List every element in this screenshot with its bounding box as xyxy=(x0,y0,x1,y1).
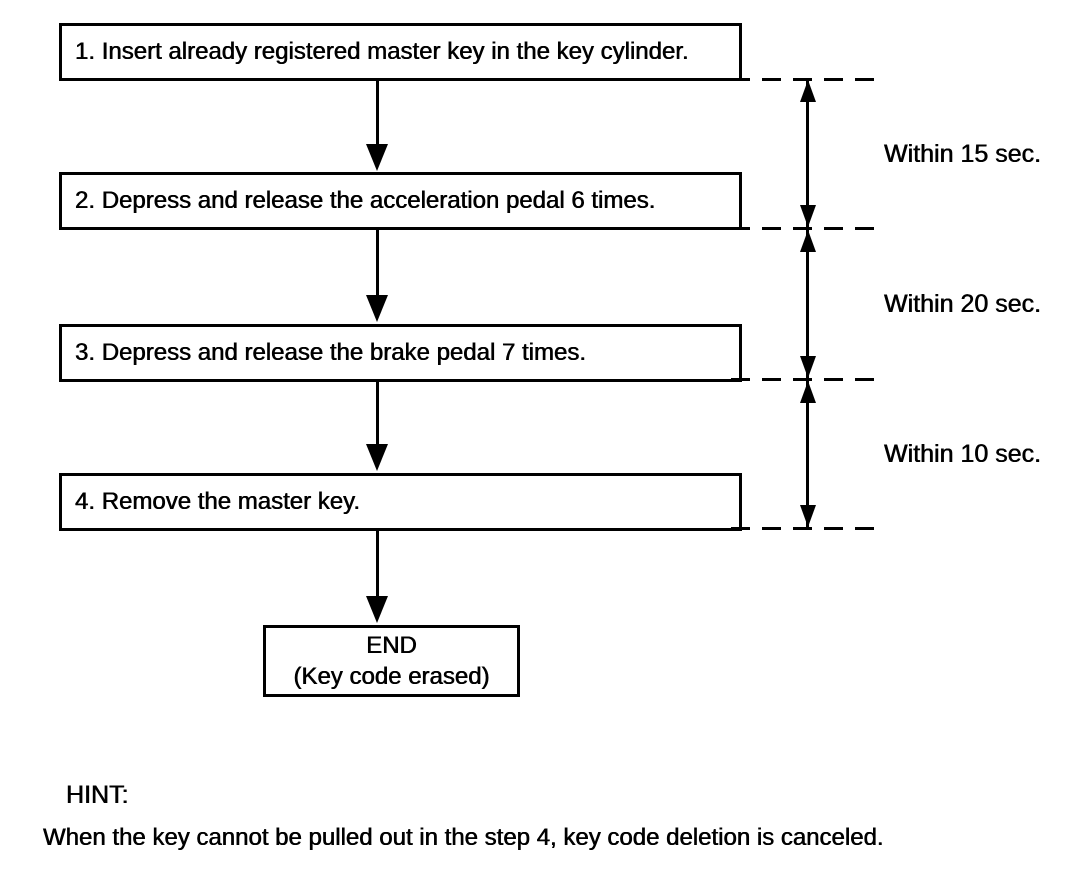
arrow-head-down-icon xyxy=(366,295,388,322)
arrow-head-up-icon xyxy=(799,230,816,252)
step-box-3: 3. Depress and release the brake pedal 7… xyxy=(59,324,742,382)
arrow-head-down-icon xyxy=(799,356,816,378)
end-box: END (Key code erased) xyxy=(263,625,520,697)
arrow-shaft xyxy=(375,229,379,298)
timing-label-15sec: Within 15 sec. xyxy=(884,140,1042,168)
arrow-head-down-icon xyxy=(366,596,388,623)
flow-arrow-step2-step3-icon xyxy=(366,229,388,322)
step-box-2: 2. Depress and release the acceleration … xyxy=(59,172,742,230)
flow-arrow-step1-step2-icon xyxy=(366,80,388,171)
end-box-subtitle: (Key code erased) xyxy=(293,663,490,690)
timing-label-10sec: Within 10 sec. xyxy=(884,440,1042,468)
arrow-head-down-icon xyxy=(366,144,388,171)
arrow-head-down-icon xyxy=(366,444,388,471)
arrow-shaft xyxy=(375,80,379,147)
arrow-head-down-icon xyxy=(799,505,816,527)
arrow-shaft xyxy=(375,530,379,599)
hint-title: HINT: xyxy=(66,781,129,809)
timing-label-20sec: Within 20 sec. xyxy=(884,290,1042,318)
arrow-head-down-icon xyxy=(799,205,816,227)
arrow-shaft xyxy=(375,380,379,447)
arrow-head-up-icon xyxy=(799,381,816,403)
hint-text: When the key cannot be pulled out in the… xyxy=(43,824,884,851)
arrow-head-up-icon xyxy=(799,80,816,102)
step-box-1: 1. Insert already registered master key … xyxy=(59,23,742,81)
dimension-line xyxy=(806,80,809,529)
end-box-title: END xyxy=(366,632,417,659)
dashed-line-step1 xyxy=(731,78,882,81)
flow-arrow-step3-step4-icon xyxy=(366,380,388,471)
flow-arrow-step4-end-icon xyxy=(366,530,388,623)
step-box-4: 4. Remove the master key. xyxy=(59,473,742,531)
